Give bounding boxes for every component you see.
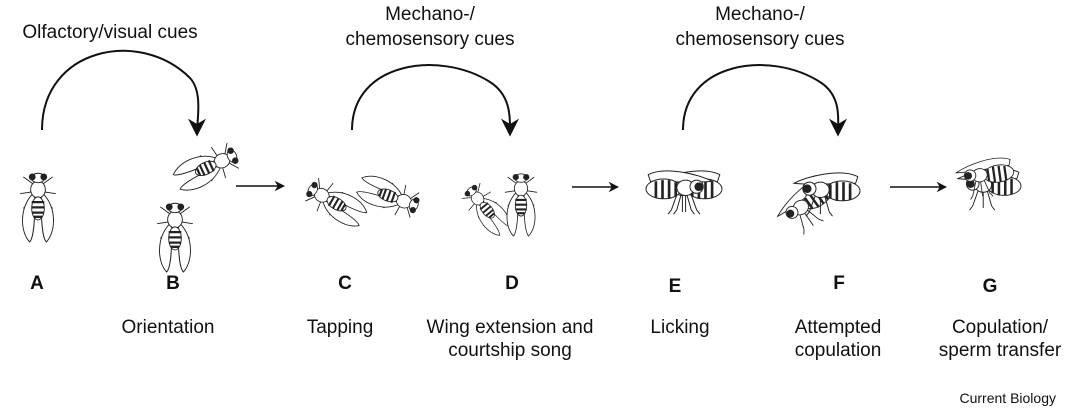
stage-label-g: Copulation/ sperm transfer bbox=[930, 316, 1070, 362]
stage-letter-b: B bbox=[166, 273, 180, 294]
fly-female-d bbox=[503, 172, 539, 238]
cue-arrow-1 bbox=[41, 49, 207, 137]
stage-label-f-line-1: Attempted bbox=[794, 317, 882, 338]
stage-letter-f: F bbox=[833, 273, 845, 294]
stage-label-d-line-1: Wing extension and bbox=[426, 317, 594, 338]
stage-label-f: Attempted copulation bbox=[778, 316, 898, 362]
fly-male-a bbox=[18, 172, 58, 244]
stage-label-d: Wing extension and courtship song bbox=[410, 316, 610, 362]
stage-letter-d: D bbox=[505, 273, 519, 294]
cue-label-mechano-2-line-2: chemosensory cues bbox=[675, 29, 845, 50]
cue-arrow-3 bbox=[682, 64, 848, 137]
stage-label-b-line-1: Orientation bbox=[121, 317, 215, 338]
stage-label-e: Licking bbox=[630, 316, 730, 339]
cue-arrow-2 bbox=[351, 64, 520, 137]
stage-label-d-line-2: courtship song bbox=[448, 340, 572, 361]
cue-label-mechano-1-line-2: chemosensory cues bbox=[345, 29, 515, 50]
stage-label-e-line-1: Licking bbox=[650, 317, 710, 338]
fly-female-c bbox=[352, 168, 425, 223]
stage-label-c-line-1: Tapping bbox=[306, 317, 374, 338]
stage-letter-e: E bbox=[668, 276, 682, 297]
cue-label-mechano-1-line-1: Mechano-/ bbox=[385, 4, 475, 25]
stage-label-b: Orientation bbox=[108, 316, 228, 339]
stage-label-f-line-2: copulation bbox=[794, 340, 882, 361]
fly-female-b bbox=[168, 137, 245, 199]
stage-letter-a: A bbox=[30, 273, 44, 294]
cue-label-mechano-2-line-1: Mechano-/ bbox=[715, 4, 805, 25]
stage-letter-g: G bbox=[982, 276, 998, 297]
stage-label-g-line-2: sperm transfer bbox=[938, 340, 1062, 361]
fly-male-b bbox=[155, 202, 195, 274]
stage-label-g-line-1: Copulation/ bbox=[951, 317, 1049, 338]
fly-male-c bbox=[299, 172, 373, 235]
cue-label-olfactory: Olfactory/visual cues bbox=[22, 22, 198, 43]
cue-label-mechano-1: Mechano-/ chemosensory cues bbox=[340, 2, 520, 52]
journal-credit: Current Biology bbox=[959, 390, 1057, 406]
stage-letter-c: C bbox=[338, 273, 352, 294]
stage-label-c: Tapping bbox=[290, 316, 390, 339]
cue-label-mechano-2: Mechano-/ chemosensory cues bbox=[670, 2, 850, 52]
